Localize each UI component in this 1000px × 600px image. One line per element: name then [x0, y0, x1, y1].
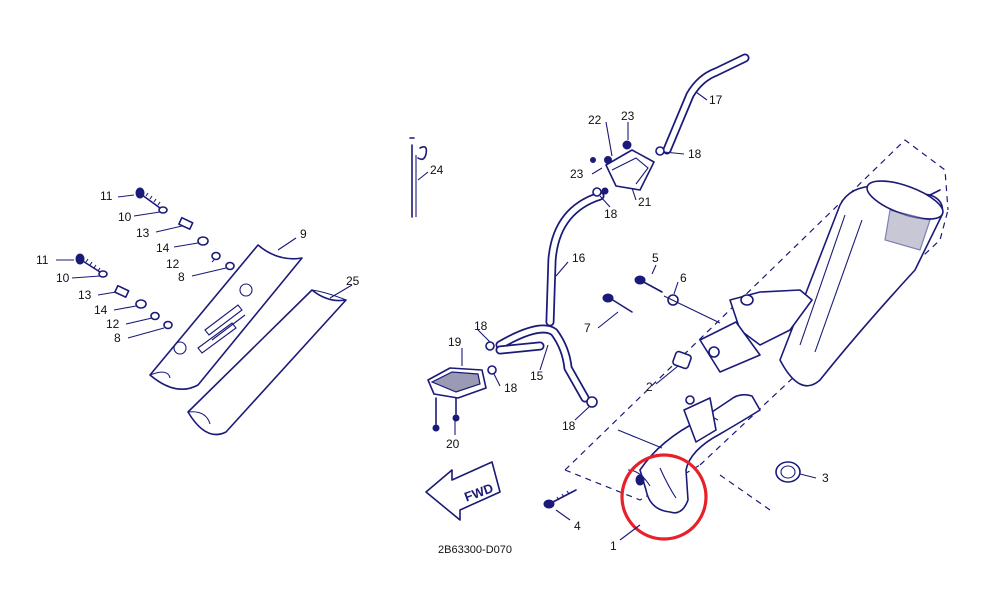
air-pipes	[495, 53, 750, 403]
callout-13b: 13	[78, 288, 92, 302]
muffler-assembly	[543, 139, 949, 514]
callout-5: 5	[652, 251, 659, 265]
callout-10a: 10	[118, 210, 132, 224]
reed-valve-21	[590, 140, 665, 197]
diagram-code: 2B63300-D070	[438, 544, 512, 556]
bracket-19	[427, 341, 497, 432]
callout-11a: 11	[100, 189, 113, 203]
heat-protector-group	[75, 187, 347, 436]
rod-24	[409, 137, 428, 218]
callout-12a: 12	[166, 257, 180, 271]
callout-24: 24	[430, 163, 444, 177]
callout-8b: 8	[114, 331, 121, 345]
callout-11b: 11	[36, 253, 49, 267]
callout-14a: 14	[156, 241, 170, 255]
callout-19: 19	[448, 335, 462, 349]
callout-25: 25	[346, 274, 360, 288]
bolt-row-upper	[135, 187, 235, 271]
callout-18a: 18	[688, 147, 702, 161]
callout-1: 1	[610, 539, 617, 553]
callout-13a: 13	[136, 226, 150, 240]
callout-4: 4	[574, 519, 581, 533]
callout-16: 16	[572, 251, 586, 265]
forward-arrow: FWD	[425, 461, 501, 521]
bolt-row-lower	[75, 253, 173, 330]
callout-18e: 18	[562, 419, 576, 433]
callout-2: 2	[646, 380, 653, 394]
callout-17: 17	[709, 93, 723, 107]
callout-14b: 14	[94, 303, 108, 317]
callout-18d: 18	[504, 381, 518, 395]
callout-9: 9	[300, 227, 307, 241]
callout-20: 20	[446, 437, 460, 451]
heat-protector-9	[149, 244, 303, 391]
callout-10b: 10	[56, 271, 70, 285]
callout-6: 6	[680, 271, 687, 285]
highlight-circle	[620, 453, 708, 541]
callout-22: 22	[588, 113, 602, 127]
callout-23b: 23	[570, 167, 584, 181]
callout-23a: 23	[621, 109, 635, 123]
callout-18b: 18	[604, 207, 618, 221]
gasket-3	[775, 461, 801, 483]
callout-18c: 18	[474, 319, 488, 333]
leader-lines	[56, 91, 817, 541]
callouts: 11 10 13 14 12 8 11 10 13 14 12 8 9 25 2…	[36, 93, 829, 553]
clamp-18	[586, 396, 598, 408]
callout-12b: 12	[106, 317, 120, 331]
callout-3: 3	[822, 471, 829, 485]
callout-7: 7	[584, 321, 591, 335]
callout-8a: 8	[178, 270, 185, 284]
callout-15: 15	[530, 369, 544, 383]
callout-21: 21	[638, 195, 652, 209]
